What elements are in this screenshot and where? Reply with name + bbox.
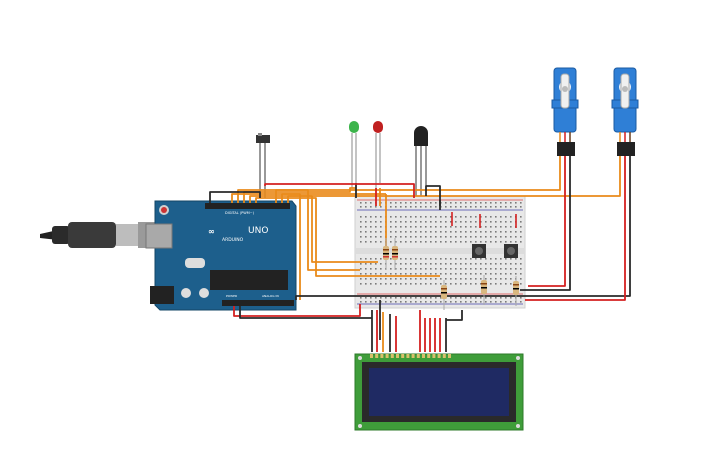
model-label: UNO [248,226,268,236]
usb-port [145,223,173,249]
resistor-3 [441,280,447,310]
breadboard-holes [360,202,522,303]
wires [209,156,631,352]
power-analog-header [222,300,294,306]
servo-motor-2[interactable] [611,67,639,156]
digital-header [205,203,290,209]
slide-switch[interactable] [256,133,270,198]
arduino-uno-board[interactable]: DIGITAL (PWM~) ∞ ARDUINO UNO POWER ANALO… [145,200,297,311]
resistor-1 [383,238,389,270]
servo-motor-1[interactable] [551,67,579,156]
green-led[interactable] [349,121,359,188]
jumper-red [451,212,517,228]
lcd-screen [369,368,509,416]
servo-connector-1 [557,142,575,156]
lcd-16x2-display[interactable] [354,353,524,431]
resistor-2 [392,238,398,270]
atmega-chip [210,270,288,290]
power-label: POWER [226,294,237,298]
infinity-logo: ∞ [208,227,215,236]
digital-pin-label: DIGITAL (PWM~) [225,211,255,215]
resistor-4 [481,275,487,305]
lcd-pin-header [370,354,451,358]
servo-connector-2 [617,142,635,156]
usb-cable[interactable] [40,222,156,248]
resistor-5 [513,276,519,306]
pushbutton-1[interactable] [472,244,486,258]
pushbutton-2[interactable] [504,244,518,258]
power-jack [150,286,174,304]
analog-label: ANALOG IN [262,294,279,298]
red-led[interactable] [373,121,383,188]
breadboard[interactable] [354,195,526,309]
brand-label: ARDUINO [222,237,244,243]
